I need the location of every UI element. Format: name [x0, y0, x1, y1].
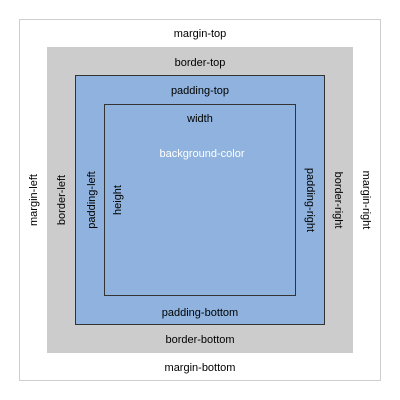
- height-label: height: [112, 185, 124, 215]
- margin-right-label: margin-right: [360, 171, 372, 230]
- padding-bottom-label: padding-bottom: [162, 307, 238, 319]
- background-color-label: background-color: [160, 148, 245, 160]
- width-label: width: [186, 113, 213, 125]
- margin-bottom-label: margin-bottom: [165, 362, 236, 374]
- border-left-label: border-left: [56, 175, 68, 225]
- margin-left-label: margin-left: [28, 174, 40, 226]
- margin-top-label: margin-top: [174, 28, 227, 40]
- content-box: [104, 104, 296, 296]
- padding-top-label: padding-top: [171, 85, 229, 97]
- border-right-label: border-right: [332, 172, 344, 229]
- border-bottom-label: border-bottom: [165, 334, 234, 346]
- padding-left-label: padding-left: [86, 171, 98, 229]
- border-top-label: border-top: [175, 57, 226, 69]
- padding-right-label: padding-right: [304, 168, 316, 232]
